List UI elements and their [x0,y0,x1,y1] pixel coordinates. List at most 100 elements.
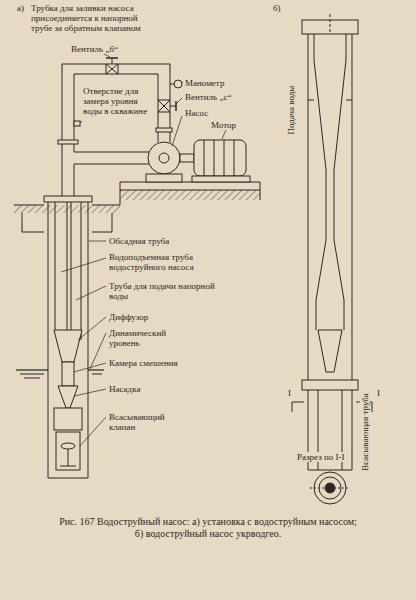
section-line [372,402,373,412]
motor [204,140,205,176]
section-label: Разрез по I-I [296,452,346,462]
figure-caption: Рис. 167 Водоструйный насос: а) установк… [56,516,360,540]
part-label: Обсадная труба [108,236,170,246]
panel-letter: а) [16,3,25,13]
valve-c [170,106,176,107]
flow-label: Всасывающая труба [360,392,370,472]
motor [234,140,235,176]
jet-pump-section [308,34,309,470]
jet-pump-section [318,330,342,372]
part-label: Труба для подачи напорной воды [108,281,232,301]
leader-line [74,363,106,372]
jet-assembly [62,362,74,386]
jet-pump-section [302,380,358,390]
leader-line [176,98,182,104]
ground [22,213,44,232]
ground [14,205,44,206]
casing-pipe [48,478,88,479]
jet-assembly [58,386,78,408]
part-label: Отверстие для замера уровня воды в скваж… [82,86,154,116]
discharge-piping [62,64,170,142]
discharge-piping [74,164,75,196]
valve-c [158,100,176,112]
part-label: Вентиль „б“ [70,44,119,54]
jet-pump-section [308,470,352,471]
valve-b [106,64,118,74]
discharge-piping [58,140,78,144]
discharge-piping [74,164,149,165]
part-label: Мотор [210,120,237,130]
jet-assembly [56,432,80,470]
valve-c [158,100,170,112]
motor [214,140,215,176]
motor [192,176,250,182]
section-view [310,488,350,489]
jet-assembly [60,466,76,467]
manometer [174,80,182,88]
pump [159,153,169,163]
water-level [20,374,44,375]
supply-pipe [81,202,82,340]
rise-pipe [67,202,68,330]
water-level [24,378,40,379]
rise-pipe [55,202,56,330]
leader-line [222,130,226,139]
ground [92,205,120,206]
section-view [310,472,350,504]
casing-pipe [44,196,92,202]
manometer [170,80,182,88]
jet-pump-section [308,100,314,101]
jet-pump-section [302,14,358,470]
motor [192,140,250,182]
leader-line [76,286,106,300]
rise-pipe [55,202,67,330]
pump [148,142,180,174]
ground [120,190,260,191]
part-label: Всасывающий клапан [108,412,190,432]
leader-line [61,258,106,272]
jet-pump-section [330,14,331,34]
leader-line [80,417,106,446]
ground [120,182,260,205]
part-label: Камера смешения [108,358,179,368]
manometer [170,84,174,85]
discharge-piping [74,152,149,153]
discharge-piping [156,128,172,132]
leader-line [61,52,226,446]
supply-pipe [71,202,72,340]
part-label: Динамический уровень [108,328,190,348]
jet-pump-section [346,100,352,101]
valve-b [112,58,113,64]
valve-c [175,101,177,111]
leader-line [78,317,106,340]
section-line [292,402,304,403]
jet-pump-section [314,34,326,330]
motor [194,140,246,176]
supply-pipe [71,202,81,340]
water-level [16,370,104,378]
jet-assembly [61,443,75,449]
ground [120,190,260,200]
section-mark: I [376,388,381,398]
jet-assembly [54,408,82,430]
motor [224,140,225,176]
casing-pipe [48,202,49,478]
part-label: Насадка [108,384,141,394]
jet-pump-section [352,34,353,470]
callout-note: Трубка для заливки насоса присоединяется… [30,3,154,33]
water-level [88,369,104,370]
panel-letter: б) [272,3,282,13]
part-label: Вентиль „с“ [184,92,232,102]
leader-line [80,121,82,123]
discharge-piping [74,74,158,142]
leader-line [74,389,106,396]
valve-b [106,58,118,74]
part-label: Манометр [184,78,225,88]
casing-pipe [44,196,92,478]
flow-label: Подача воды [286,85,296,136]
jet-pump-section [334,34,346,330]
jet-assembly [54,330,82,362]
water-level [92,374,102,375]
part-label: Водоподъемная труба водоструйного насоса [108,252,232,272]
part-label: Насос [184,108,209,118]
